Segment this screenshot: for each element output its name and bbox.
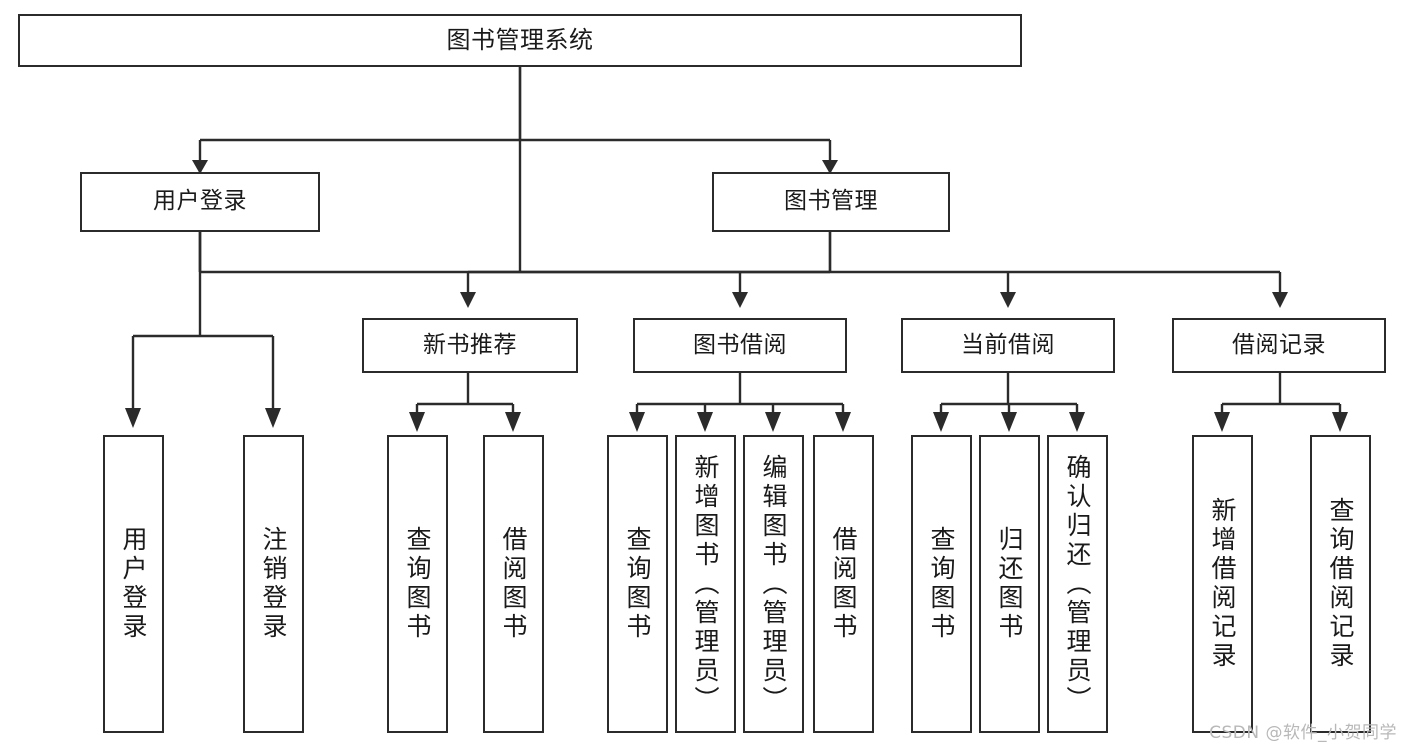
node-label: 用户登录 [153,188,247,215]
node-label: 查询图书 [927,526,956,642]
node-new-book-recommend[interactable]: 新书推荐 [362,318,578,373]
arrowhead-br-leaf-1 [1214,412,1230,432]
arrowhead-cb-leaf-3 [1069,412,1085,432]
arrowhead-bb-leaf-1 [629,412,645,432]
arrowhead-bb-leaf-2 [697,412,713,432]
leaf-new-book-borrow[interactable]: 借阅图书 [483,435,544,733]
node-root-book-management-system[interactable]: 图书管理系统 [18,14,1022,67]
leaf-current-borrow-query[interactable]: 查询图书 [911,435,972,733]
node-label: 确认归还（管理员） [1063,453,1092,715]
arrowhead-cb-leaf-1 [933,412,949,432]
leaf-user-login-login[interactable]: 用户登录 [103,435,164,733]
leaf-borrow-record-add[interactable]: 新增借阅记录 [1192,435,1253,733]
node-label: 归还图书 [995,526,1024,642]
node-label: 图书管理系统 [446,26,594,55]
arrowhead-borrow-record [1272,292,1288,308]
node-label: 借阅记录 [1232,331,1326,358]
node-label: 查询图书 [623,526,652,642]
arrowhead-br-leaf-2 [1332,412,1348,432]
leaf-borrow-record-query[interactable]: 查询借阅记录 [1310,435,1371,733]
arrowhead-new-book [460,292,476,308]
node-label: 新增图书（管理员） [691,453,720,715]
arrowhead-bb-leaf-4 [835,412,851,432]
node-label: 新书推荐 [423,331,517,358]
leaf-book-borrow-edit[interactable]: 编辑图书（管理员） [743,435,804,733]
leaf-current-borrow-confirm-return[interactable]: 确认归还（管理员） [1047,435,1108,733]
node-label: 注销登录 [259,526,288,642]
node-label: 新增借阅记录 [1208,497,1237,671]
node-label: 借阅图书 [829,526,858,642]
arrowhead-ul-leaf-2 [265,408,281,428]
arrowhead-nb-leaf-1 [409,412,425,432]
leaf-new-book-query[interactable]: 查询图书 [387,435,448,733]
node-label: 用户登录 [119,526,148,642]
leaf-book-borrow-query[interactable]: 查询图书 [607,435,668,733]
arrowhead-book-borrow [732,292,748,308]
node-label: 编辑图书（管理员） [759,453,788,715]
node-current-borrow[interactable]: 当前借阅 [901,318,1115,373]
node-label: 查询借阅记录 [1326,497,1355,671]
node-label: 图书借阅 [693,331,787,358]
node-borrow-record[interactable]: 借阅记录 [1172,318,1386,373]
arrowhead-bb-leaf-3 [765,412,781,432]
node-label: 借阅图书 [499,526,528,642]
node-user-login[interactable]: 用户登录 [80,172,320,232]
arrowhead-nb-leaf-2 [505,412,521,432]
node-label: 查询图书 [403,526,432,642]
node-label: 图书管理 [784,188,878,215]
node-label: 当前借阅 [961,331,1055,358]
arrowhead-current-borrow [1000,292,1016,308]
watermark-text: CSDN @软件_小贺同学 [1209,723,1397,743]
arrowhead-ul-leaf-1 [125,408,141,428]
leaf-book-borrow-add[interactable]: 新增图书（管理员） [675,435,736,733]
node-book-borrow[interactable]: 图书借阅 [633,318,847,373]
leaf-user-login-logout[interactable]: 注销登录 [243,435,304,733]
leaf-current-borrow-return[interactable]: 归还图书 [979,435,1040,733]
node-book-management[interactable]: 图书管理 [712,172,950,232]
leaf-book-borrow-borrow[interactable]: 借阅图书 [813,435,874,733]
arrowhead-cb-leaf-2 [1001,412,1017,432]
